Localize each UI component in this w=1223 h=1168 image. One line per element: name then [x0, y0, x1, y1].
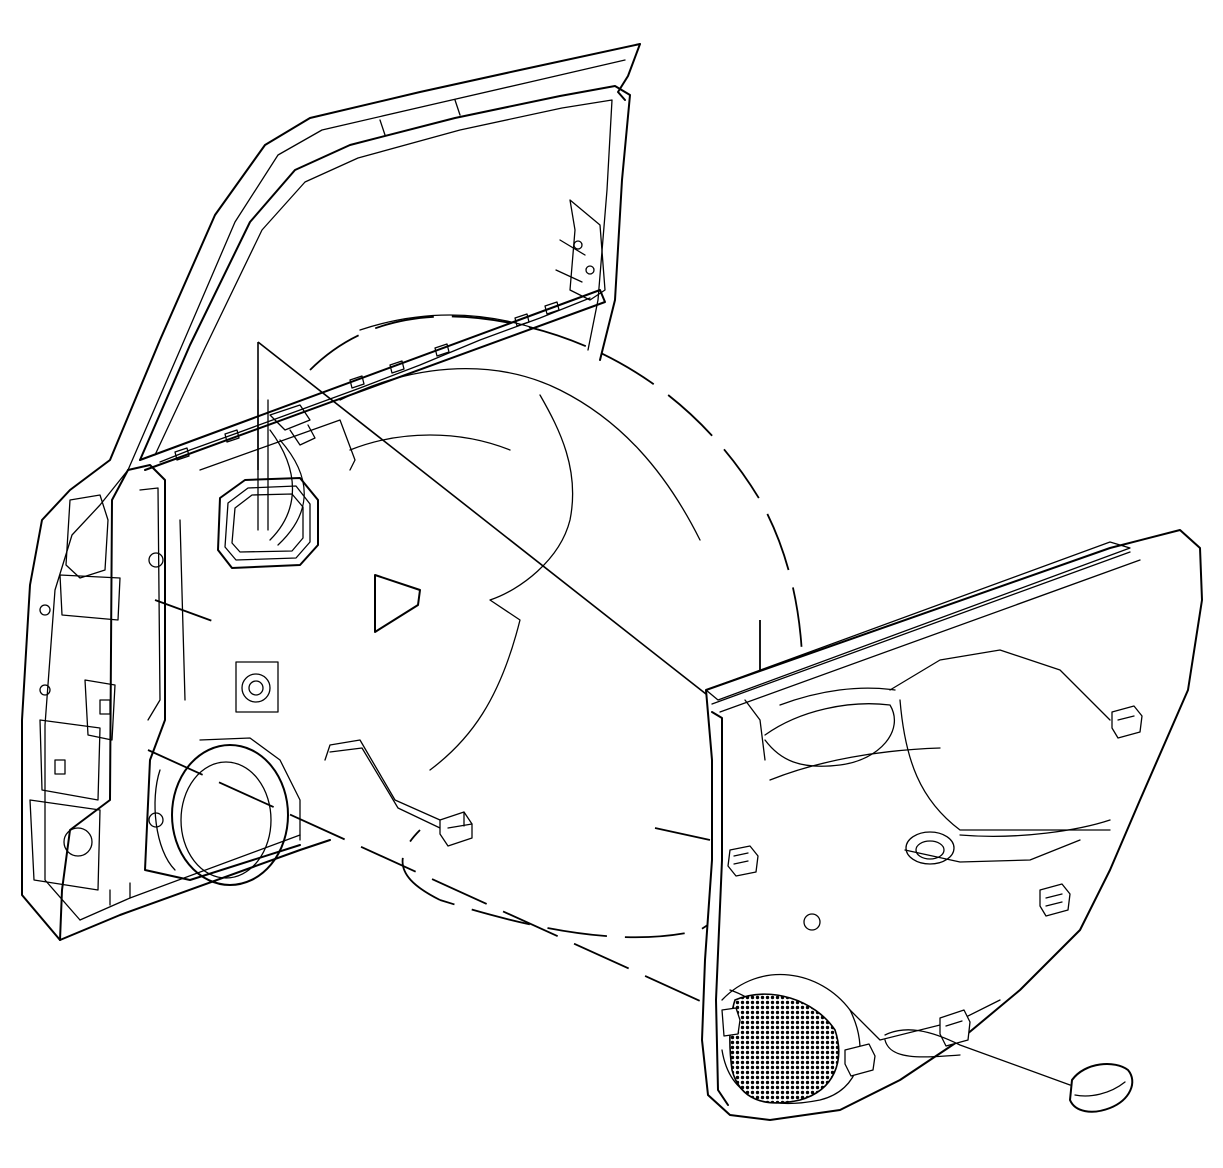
wiring-connector [439, 811, 473, 847]
door-frame [21, 43, 641, 941]
retainer-clips [721, 705, 1143, 1077]
alignment-leaders [147, 341, 761, 1011]
door-trim-panel [701, 529, 1203, 1121]
door-inner-panel [127, 399, 441, 886]
water-deflector [309, 314, 804, 939]
speaker-grille [729, 993, 840, 1104]
courtesy-lamp [884, 1029, 1134, 1113]
